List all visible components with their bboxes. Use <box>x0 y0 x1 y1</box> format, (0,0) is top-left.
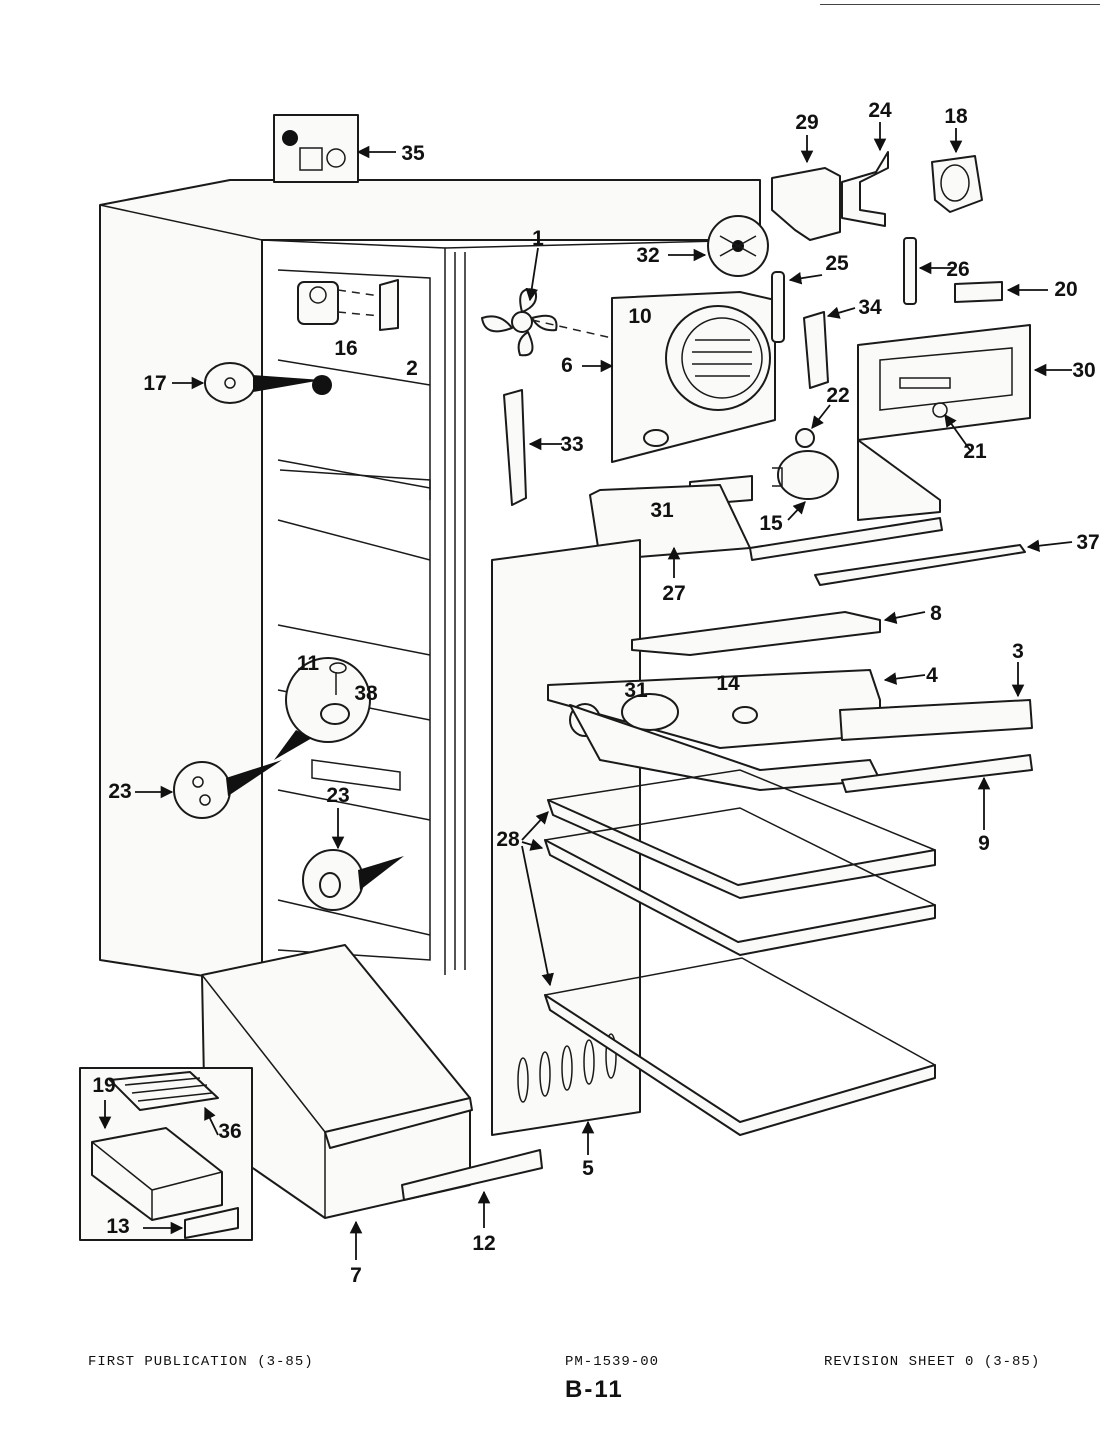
callout-10: 10 <box>628 305 651 328</box>
callout-23: 23 <box>326 784 349 807</box>
callout-5: 5 <box>582 1157 594 1180</box>
fan-motor-assembly <box>582 291 776 463</box>
callout-29: 29 <box>795 111 818 134</box>
callout-20: 20 <box>1054 278 1077 301</box>
callout-33: 33 <box>560 433 583 456</box>
callout-22: 22 <box>826 384 849 407</box>
fan-blade <box>481 247 613 357</box>
callout-16: 16 <box>334 337 357 360</box>
callout-27: 27 <box>662 582 685 605</box>
callout-21: 21 <box>963 440 987 463</box>
part-11-38-detail <box>274 657 371 760</box>
callout-31: 31 <box>650 499 674 522</box>
callout-19: 19 <box>92 1074 115 1097</box>
callout-1: 1 <box>532 227 544 250</box>
callout-3: 3 <box>1012 640 1024 663</box>
callout-28: 28 <box>496 828 520 851</box>
part-8-bracket <box>631 611 926 656</box>
control-panel <box>795 324 1072 521</box>
callout-31: 31 <box>624 679 648 702</box>
callout-2: 2 <box>406 357 418 380</box>
middle-shelf-1 <box>569 662 1033 830</box>
part-33-bracket <box>503 389 562 506</box>
callout-24: 24 <box>868 99 892 122</box>
callout-7: 7 <box>350 1264 362 1287</box>
light-housing <box>547 669 926 749</box>
top-right-parts <box>771 122 983 241</box>
callout-26: 26 <box>946 258 969 281</box>
callout-36: 36 <box>218 1120 241 1143</box>
glass-shelves <box>521 769 936 1136</box>
strip-parts <box>771 237 1048 389</box>
callout-15: 15 <box>759 512 783 535</box>
part-17-lens <box>172 362 332 404</box>
callout-18: 18 <box>944 105 968 128</box>
part-32-fan-detail <box>668 215 769 277</box>
callout-8: 8 <box>930 602 942 625</box>
part-23-details <box>135 760 404 911</box>
callout-35: 35 <box>401 142 425 165</box>
callout-4: 4 <box>926 664 938 687</box>
footer-part-number: PM-1539-00 <box>565 1354 660 1370</box>
footer-revision: REVISION SHEET 0 (3-85) <box>824 1354 1041 1370</box>
part-35-inset <box>273 114 396 183</box>
callout-38: 38 <box>354 682 378 705</box>
top-rule <box>820 4 1100 5</box>
callout-14: 14 <box>716 672 740 695</box>
callout-32: 32 <box>636 244 659 267</box>
callout-30: 30 <box>1072 359 1095 382</box>
callout-17: 17 <box>143 372 166 395</box>
drawer-strip <box>401 1149 543 1228</box>
callout-11: 11 <box>297 652 320 675</box>
page-code: B-11 <box>565 1376 624 1403</box>
callout-12: 12 <box>472 1232 495 1255</box>
thermostat-assembly <box>297 279 399 331</box>
ice-tray-inset <box>79 1067 253 1241</box>
callout-13: 13 <box>106 1215 129 1238</box>
callout-6: 6 <box>561 354 573 377</box>
footer-publication: FIRST PUBLICATION (3-85) <box>88 1354 314 1370</box>
callout-34: 34 <box>858 296 882 319</box>
callout-9: 9 <box>978 832 990 855</box>
callout-37: 37 <box>1076 531 1099 554</box>
callout-23: 23 <box>108 780 131 803</box>
crisper-drawer <box>201 944 473 1260</box>
callout-25: 25 <box>825 252 849 275</box>
